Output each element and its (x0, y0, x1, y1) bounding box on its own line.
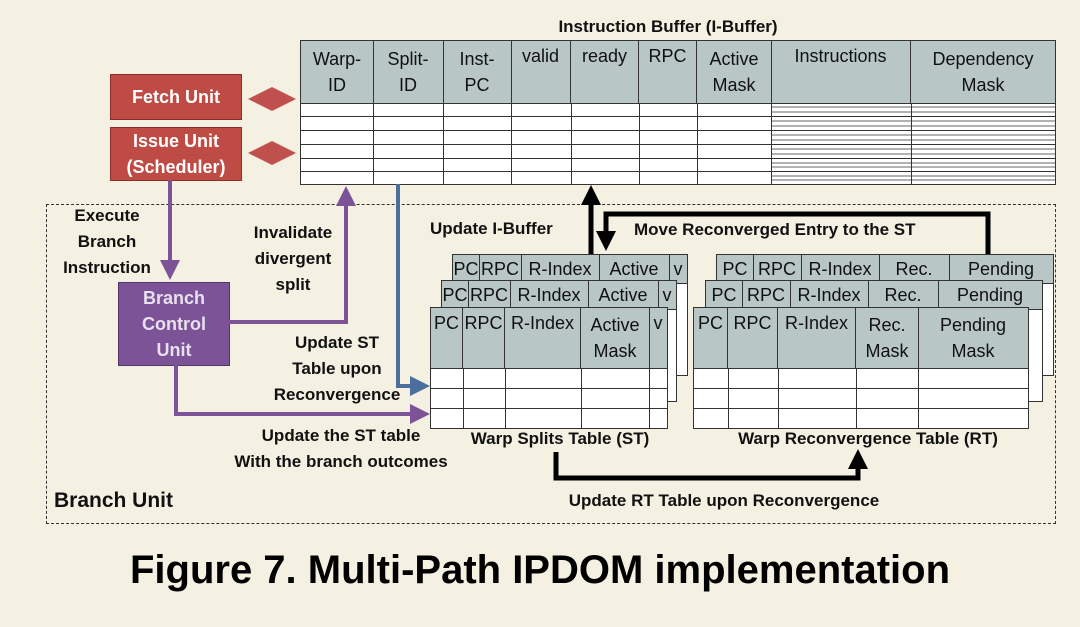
ibuffer-col-instructions: Instructions (771, 41, 911, 103)
st-col-rpc: RPC (463, 308, 505, 368)
figure-caption: Figure 7. Multi-Path IPDOM implementatio… (129, 548, 951, 592)
instruction-buffer-table: Warp- ID Split- ID Inst- PC valid ready … (300, 40, 1056, 185)
warp-splits-table: PC RPC R-Index Active Mask v (430, 307, 668, 429)
st-col-v: v (653, 313, 663, 333)
update-rt-label: Update RT Table upon Reconvergence (568, 491, 880, 510)
issue-unit: Issue Unit (Scheduler) (110, 127, 242, 181)
update-st-outcomes-label: Update the ST table With the branch outc… (234, 426, 448, 471)
ibuffer-col-rpc: RPC (639, 41, 697, 103)
branch-unit-label: Branch Unit (54, 489, 174, 512)
ibuffer-col-warp-id: Warp- ID (301, 41, 374, 103)
update-rt-arrow (553, 449, 868, 481)
update-st-outcomes-arrow (174, 364, 430, 424)
update-st-reconv-arrow (396, 184, 430, 396)
st-col-pc: PC (431, 308, 463, 368)
ibuffer-col-split-id: Split- ID (373, 41, 444, 103)
execute-branch-label: Execute Branch Instruction (63, 206, 151, 277)
st-col-r-index: R-Index (505, 308, 581, 368)
rt-col-pending-mask: Pending Mask (939, 315, 1007, 361)
ibuffer-title: Instruction Buffer (I-Buffer) (558, 17, 778, 36)
ibuffer-col-inst-pc: Inst- PC (443, 41, 512, 103)
ibuffer-col-dependency-mask: Dependency Mask (932, 49, 1034, 95)
update-st-reconv-label: Update ST Table upon Reconvergence (273, 333, 401, 404)
rt-col-rpc: RPC (728, 308, 778, 368)
branch-control-unit: Branch Control Unit (118, 282, 230, 366)
rt-title: Warp Reconvergence Table (RT) (738, 429, 998, 448)
rt-col-r-index: R-Index (778, 308, 856, 368)
invalidate-label: Invalidate divergent split (253, 223, 333, 294)
st-title: Warp Splits Table (ST) (470, 429, 650, 448)
ibuffer-header: Warp- ID Split- ID Inst- PC valid ready … (301, 41, 1055, 104)
rt-col-pc: PC (694, 308, 728, 368)
invalidate-arrow (228, 186, 356, 324)
fetch-unit: Fetch Unit (110, 74, 242, 120)
move-reconverged-arrow (596, 211, 991, 254)
branch-unit-region (46, 204, 1056, 524)
warp-reconvergence-table: PC RPC R-Index Rec. Mask Pending Mask (693, 307, 1029, 429)
st-col-active-mask: Active Mask (581, 308, 650, 368)
update-ibuffer-label: Update I-Buffer (430, 219, 553, 238)
ibuffer-col-valid: valid (511, 41, 571, 103)
ibuffer-col-ready: ready (571, 41, 639, 103)
rt-col-rec-mask: Rec. Mask (856, 308, 919, 368)
ibuffer-fine-rows (772, 106, 1055, 181)
ibuffer-col-active-mask: Active Mask (697, 41, 772, 103)
move-reconverged-label: Move Reconverged Entry to the ST (634, 220, 916, 239)
